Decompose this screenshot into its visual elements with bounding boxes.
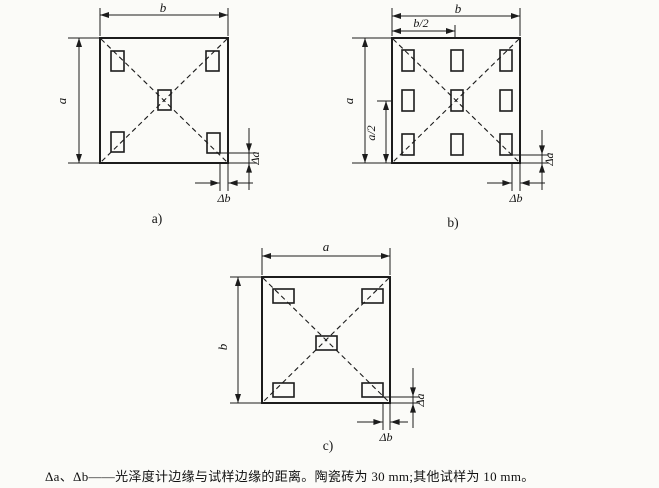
delta-a-callout: Δa — [383, 368, 427, 428]
dimension-top-a: b — [99, 0, 229, 36]
delta-a-callout: Δa — [512, 130, 556, 190]
dim-label-left: a — [54, 97, 69, 104]
panel-c-diagram: a b Δa — [215, 239, 427, 453]
dim-label-left: b — [215, 343, 230, 350]
dim-label-top-half: b/2 — [413, 16, 428, 30]
panel-c-caption: c) — [323, 438, 334, 453]
gloss-probe-positions — [401, 49, 513, 156]
dimension-left-c: b — [215, 276, 262, 404]
delta-b-label: Δb — [508, 191, 522, 205]
panel-a-caption: a) — [152, 211, 163, 226]
dim-label-left: a — [341, 97, 356, 104]
delta-b-callout: Δb — [195, 163, 253, 205]
dim-label-top: b — [160, 0, 167, 15]
dimension-left-a: a — [54, 37, 100, 164]
delta-b-label: Δb — [216, 191, 230, 205]
dimension-top-c: a — [261, 239, 391, 275]
dim-label-top: a — [323, 239, 330, 254]
panel-a-diagram: b a Δa — [54, 0, 262, 226]
tile-outline — [261, 276, 391, 404]
tile-outline — [99, 37, 229, 164]
dimension-top-half-b: b/2 — [392, 16, 456, 37]
gloss-probe-positions — [272, 288, 384, 398]
delta-b-callout: Δb — [357, 403, 408, 444]
dim-label-left-half: a/2 — [364, 125, 378, 140]
panel-b-diagram: b b/2 a a/2 — [341, 1, 556, 230]
diagonal-dashed — [262, 277, 390, 403]
figure-footnote: Δa、Δb——光泽度计边缘与试样边缘的距离。陶瓷砖为 30 mm;其他试样为 1… — [45, 469, 535, 484]
delta-a-label: Δa — [248, 151, 262, 165]
delta-a-label: Δa — [413, 393, 427, 407]
dimension-left-b: a — [341, 37, 392, 164]
dim-label-top: b — [455, 1, 462, 16]
dimension-left-half-b: a/2 — [364, 100, 392, 163]
panel-b-caption: b) — [447, 215, 458, 230]
gloss-probe-positions — [110, 50, 221, 154]
delta-a-callout: Δa — [220, 128, 262, 190]
figure-canvas: b a Δa — [54, 0, 556, 453]
delta-b-label: Δb — [378, 430, 392, 444]
tile-outline — [391, 37, 521, 164]
delta-b-callout: Δb — [487, 163, 545, 205]
delta-a-label: Δa — [542, 152, 556, 166]
